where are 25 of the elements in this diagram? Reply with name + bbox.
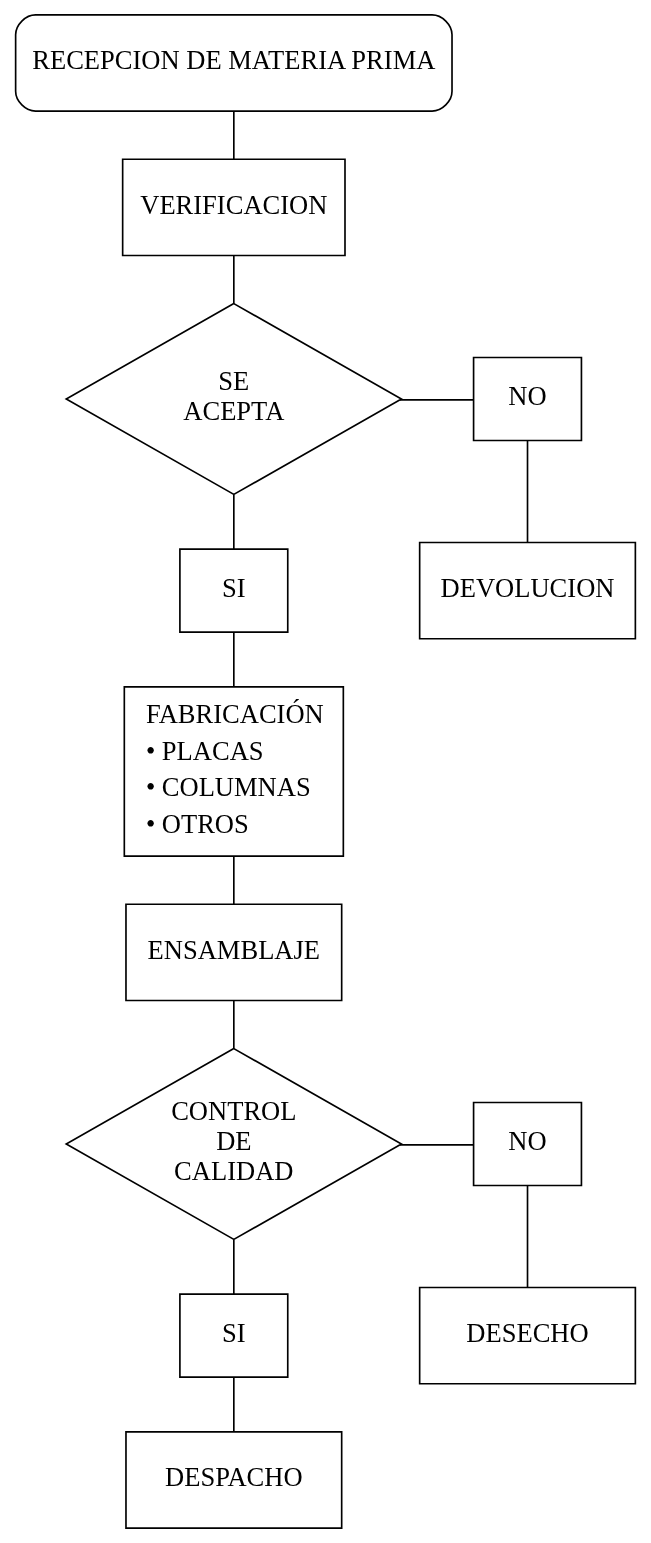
connector [233,855,235,905]
connector [233,1239,235,1295]
connector [233,494,235,550]
connector [233,631,235,688]
node-box: VERIFICACION [121,158,346,257]
node-box: DEVOLUCION [418,541,637,640]
connector [233,999,235,1050]
node-box: SI [179,1293,289,1378]
node-box: RECEPCION DE MATERIA PRIMA [14,14,453,112]
connector [233,254,235,305]
node-box: DESECHO [418,1286,637,1385]
node-box: ENSAMBLAJE [125,903,343,1002]
node-box: NO [472,356,583,442]
connector [233,111,235,160]
node-diamond: CONTROL DE CALIDAD [64,1047,404,1241]
connector [233,1376,235,1433]
connector [399,1144,475,1146]
node-box: FABRICACIÓN • PLACAS • COLUMNAS • OTROS [123,686,345,857]
node-box: NO [472,1101,583,1187]
connector [526,439,529,544]
node-diamond: SE ACEPTA [64,302,404,496]
node-box: SI [179,548,289,633]
connector [526,1184,529,1289]
node-box: DESPACHO [125,1431,343,1529]
connector [399,399,475,401]
